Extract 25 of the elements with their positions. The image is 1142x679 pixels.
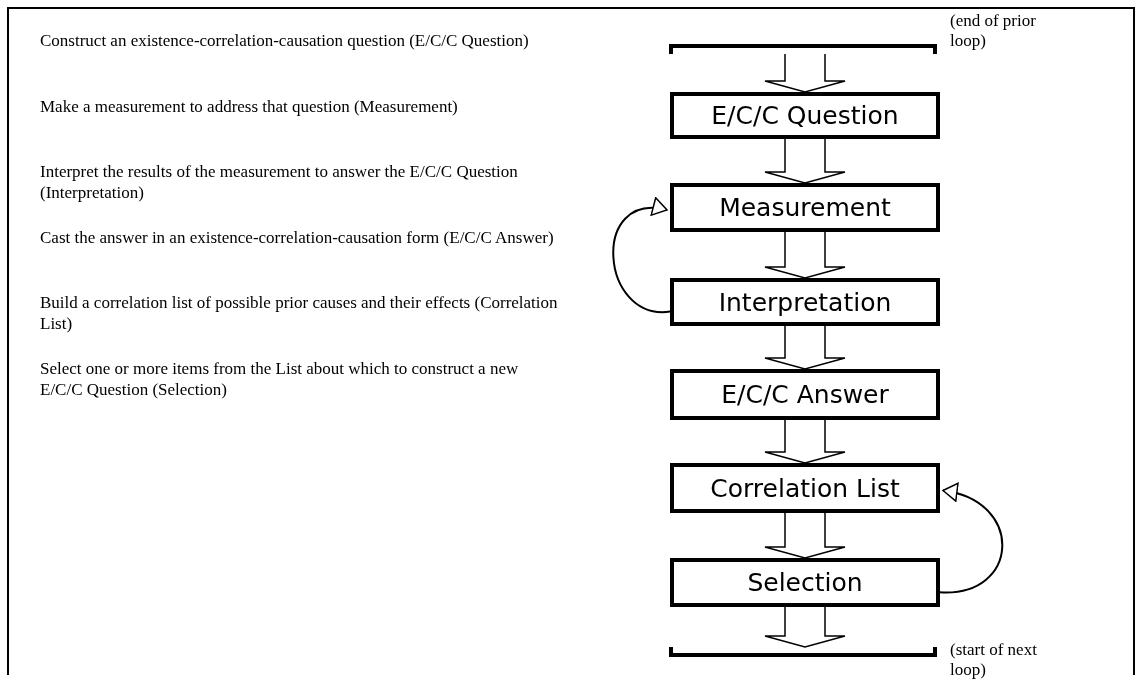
block-arrow (764, 419, 846, 464)
block-arrow (764, 53, 846, 93)
boundary-note: (start of next loop) (950, 640, 1038, 679)
process-box: Measurement (670, 183, 940, 232)
process-box: Correlation List (670, 463, 940, 513)
step-description: Construct an existence-correlation-causation question (E/C/C Question) (40, 30, 530, 51)
boundary-note: (end of prior loop) (950, 11, 1037, 51)
loop-boundary-bar (669, 647, 937, 657)
loop-arrow (939, 484, 1004, 594)
process-box: E/C/C Answer (670, 369, 940, 420)
step-description: Interpret the results of the measurement to answer the E/C/C Question (Interpretation) (40, 161, 519, 203)
process-box: Interpretation (670, 278, 940, 326)
block-arrow (764, 138, 846, 184)
block-arrow (764, 512, 846, 559)
step-description: Select one or more items from the List about which to construct a new E/C/C Question (Selection) (40, 357, 520, 400)
loop-boundary-bar (669, 44, 937, 54)
block-arrow (764, 606, 846, 648)
block-arrow (764, 325, 846, 370)
process-box: Selection (670, 558, 940, 607)
step-description: Make a measurement to address that question (Measurement) (40, 95, 459, 117)
loop-arrow (612, 198, 671, 313)
block-arrow (764, 231, 846, 279)
step-description: Cast the answer in an existence-correlation-causation form (E/C/C Answer) (40, 226, 555, 248)
step-description: Build a correlation list of possible prior causes and their effects (Correlation List) (40, 292, 559, 334)
process-box: E/C/C Question (670, 92, 940, 139)
